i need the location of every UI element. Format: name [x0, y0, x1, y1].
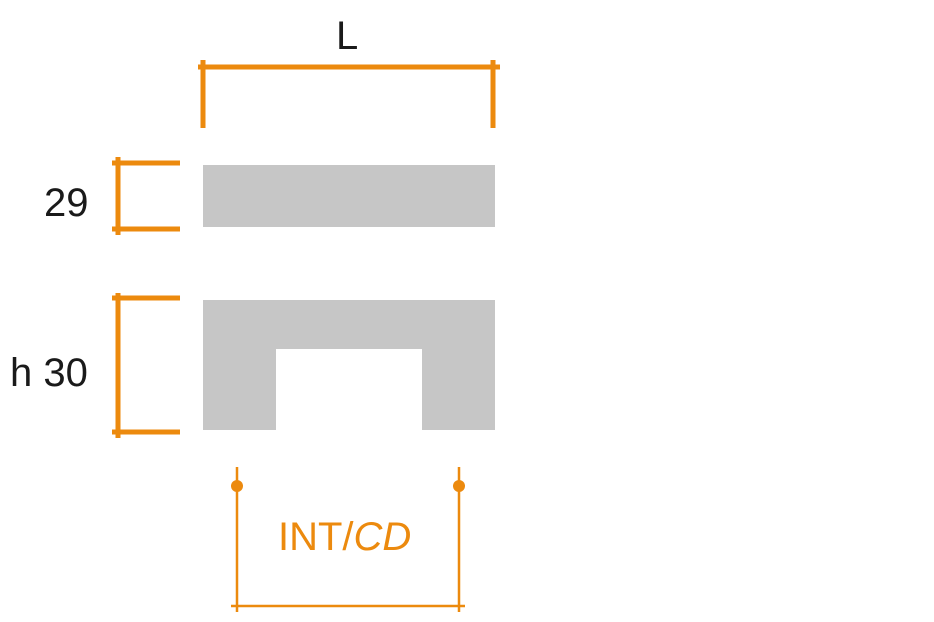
top-bar-profile [203, 165, 495, 227]
interaxis-suffix: CD [353, 515, 412, 559]
interaxis-label: INT/CD [278, 517, 411, 557]
top-height-dimension [112, 157, 180, 235]
u-shaped-profile [203, 300, 495, 430]
right-axis-dot [453, 480, 465, 492]
bottom-height-label: h 30 [10, 351, 88, 395]
length-dimension [198, 60, 500, 128]
interaxis-prefix: INT/ [278, 515, 354, 559]
bottom-height-dimension [112, 293, 180, 438]
top-height-label: 29 [44, 181, 89, 225]
length-label: L [336, 14, 359, 58]
left-axis-dot [231, 480, 243, 492]
